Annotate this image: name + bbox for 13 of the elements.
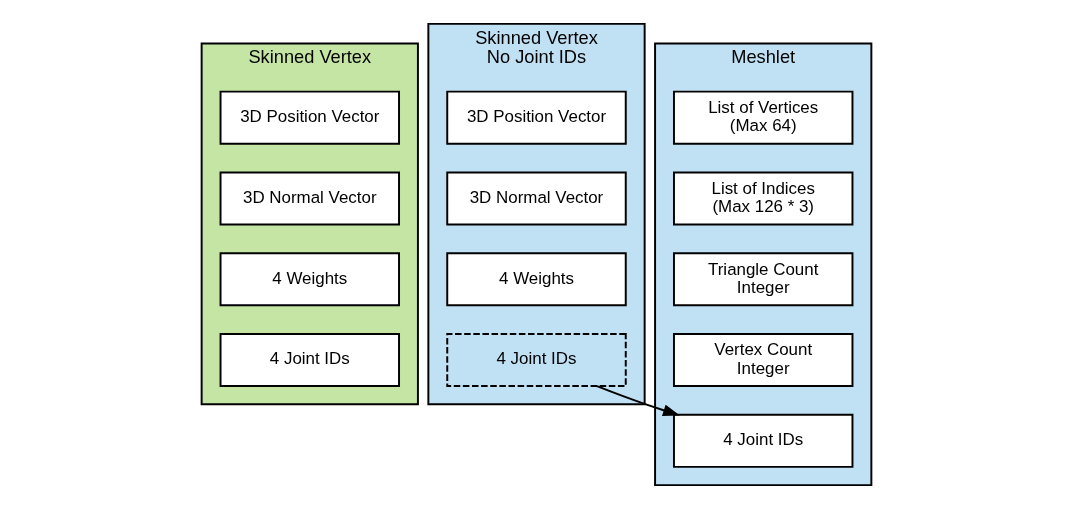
node-box: List of Indices (Max 126 * 3) (672, 171, 853, 226)
node-box: Vertex Count Integer (672, 333, 853, 388)
node-box: List of Vertices (Max 64) (672, 90, 853, 145)
node-box: 3D Position Vector (219, 90, 400, 145)
node-box: 3D Normal Vector (219, 171, 400, 226)
node-box: 3D Normal Vector (445, 171, 627, 226)
node-box: 3D Position Vector (445, 90, 627, 145)
node-box: 4 Weights (219, 252, 400, 307)
node-box: 4 Joint IDs (219, 333, 400, 388)
node-box: 4 Joint IDs (672, 413, 853, 468)
node-box: Triangle Count Integer (672, 252, 853, 307)
node-box: 4 Joint IDs (445, 333, 627, 388)
node-box: 4 Weights (445, 252, 627, 307)
